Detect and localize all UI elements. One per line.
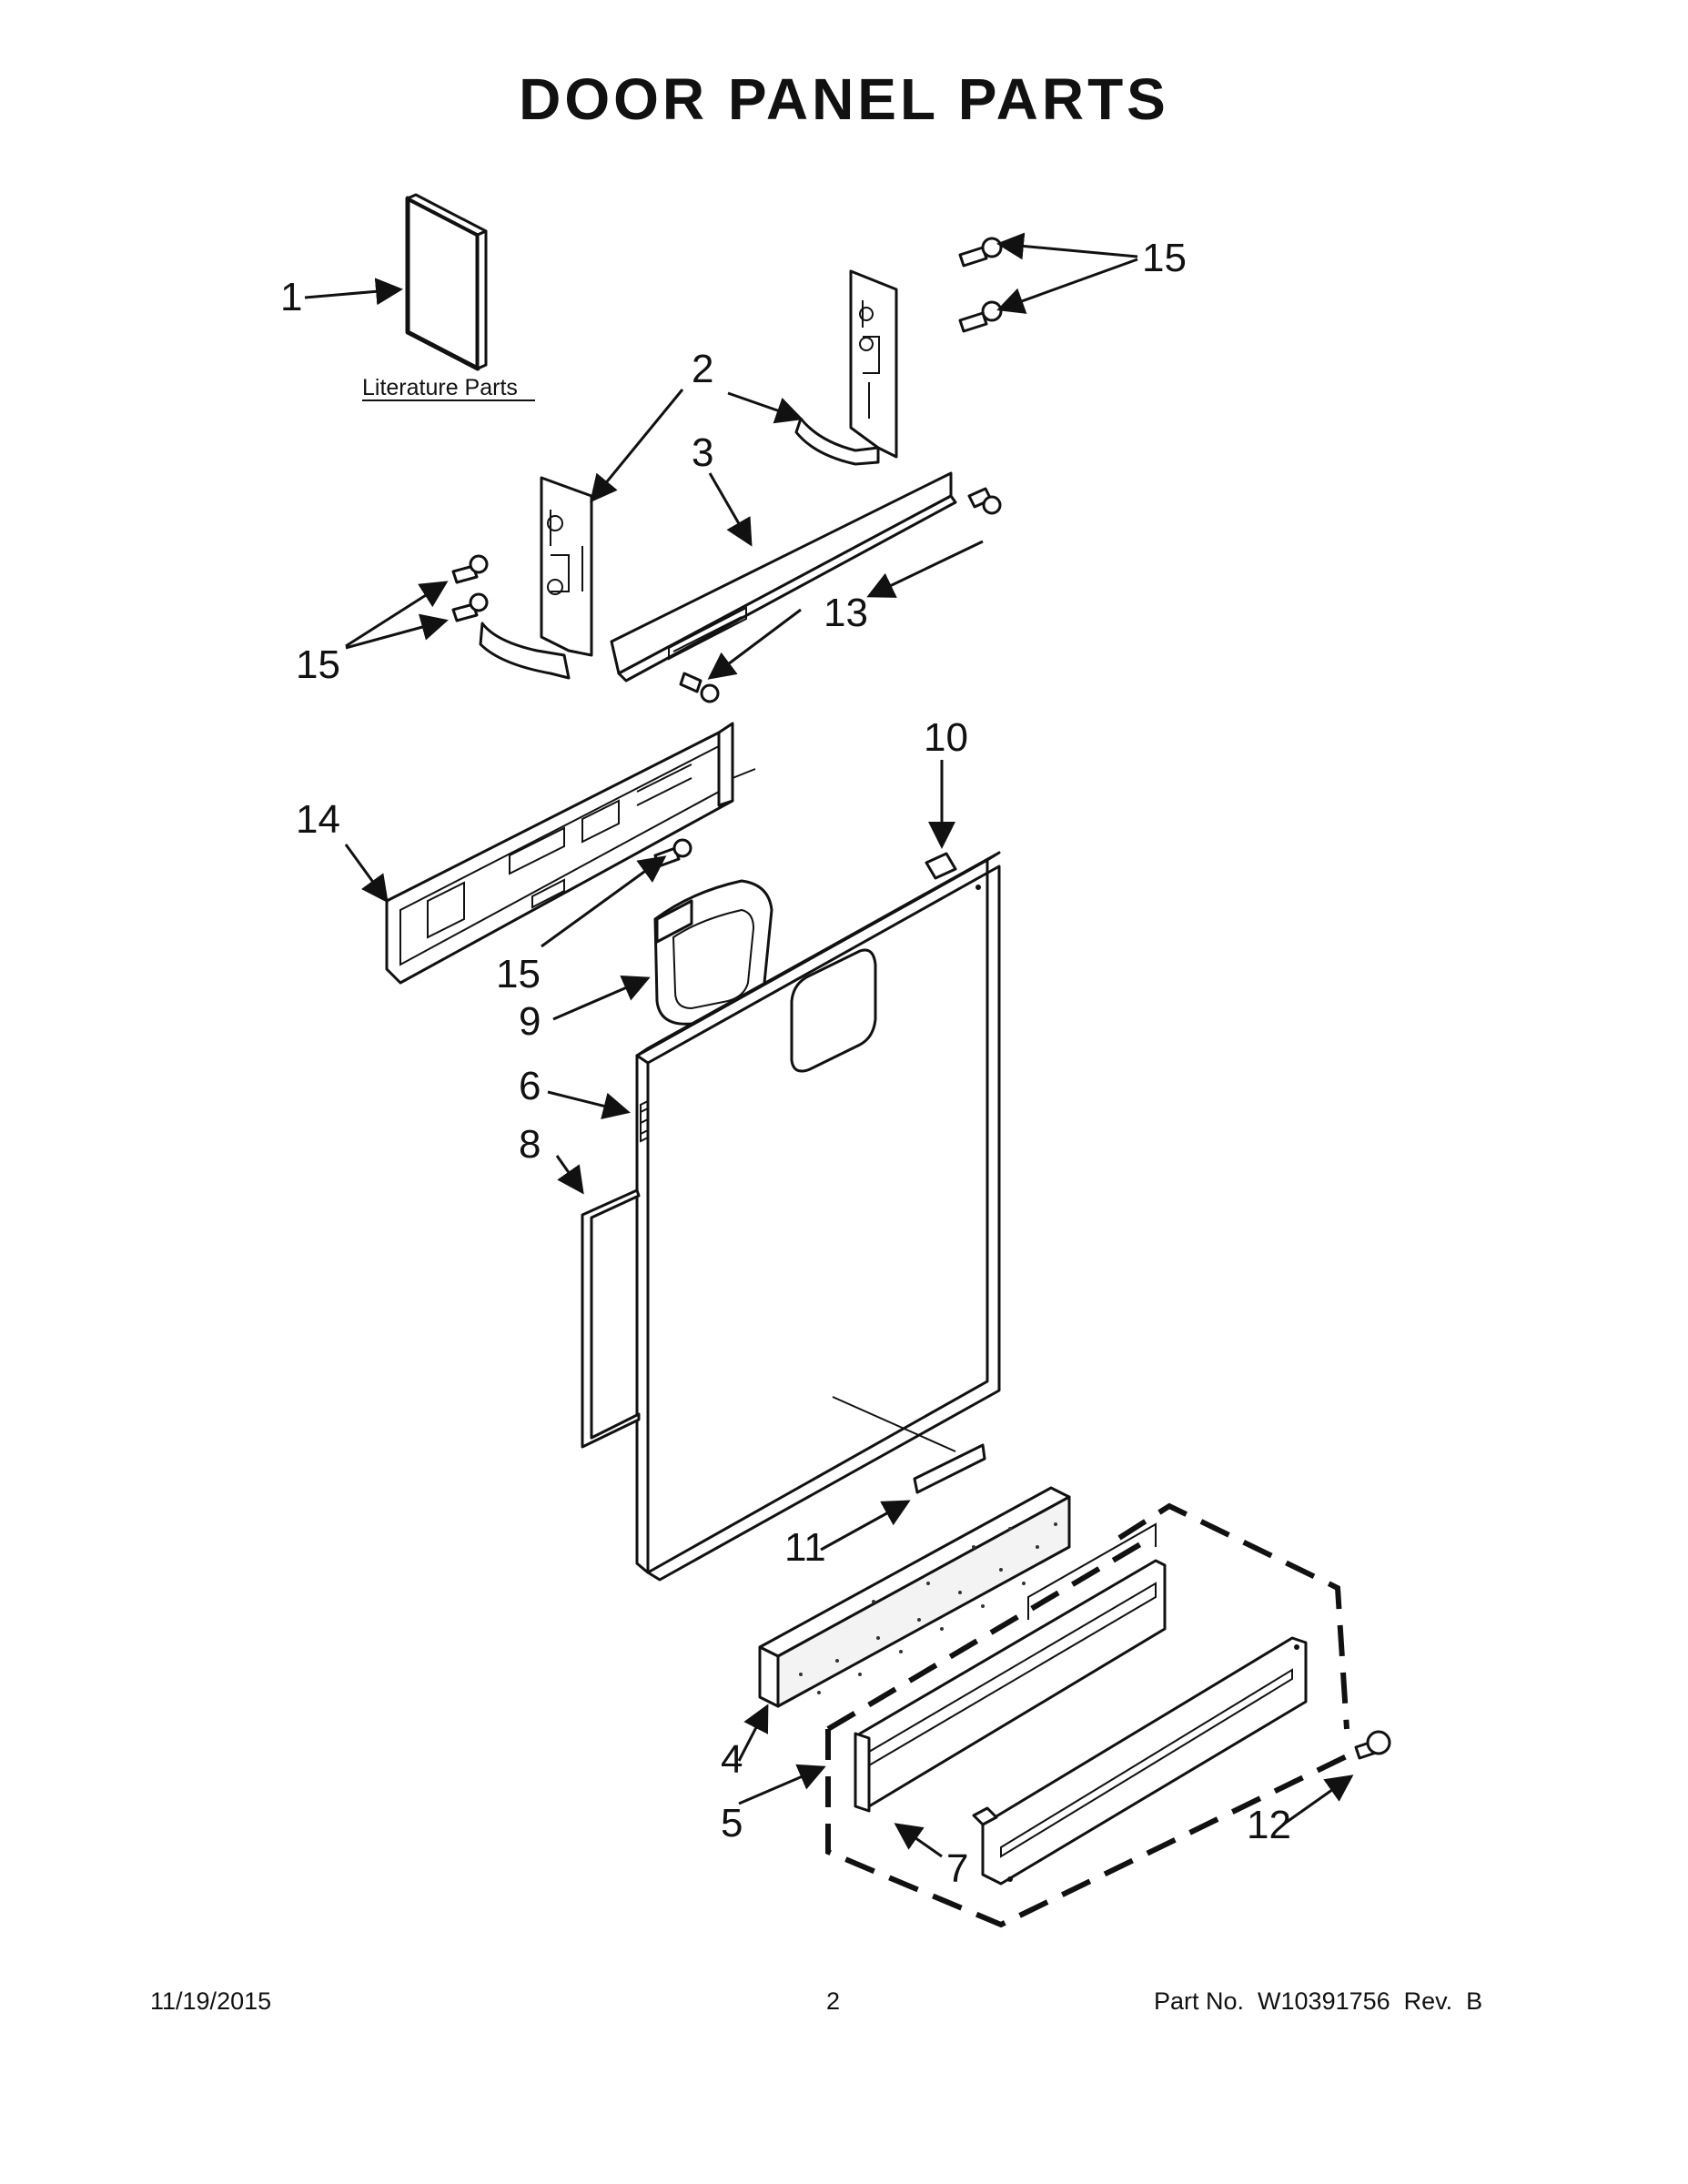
inner-toe-panel <box>854 1522 1167 1813</box>
page-footer: 11/19/2015 2 Part No. W10391756 Rev. B <box>0 1987 1688 2024</box>
callout-6: 6 <box>519 1064 541 1108</box>
callout-11: 11 <box>784 1525 826 1570</box>
callout-2: 2 <box>692 347 713 391</box>
top-channel <box>610 471 957 682</box>
screw-15-mid <box>653 838 692 868</box>
callout-10: 10 <box>924 715 968 760</box>
literature-parts-label: Literature Parts <box>362 375 518 400</box>
page-title: DOOR PANEL PARTS <box>519 66 1169 132</box>
callout-4: 4 <box>721 1737 743 1782</box>
nameplate-badge <box>913 1443 986 1494</box>
callout-14: 14 <box>296 797 340 842</box>
callout-15-top: 15 <box>1142 236 1187 280</box>
callout-arrows <box>304 232 1354 1858</box>
footer-date: 11/19/2015 <box>150 1987 272 2015</box>
bracket-right <box>794 269 898 466</box>
callout-8: 8 <box>519 1122 541 1167</box>
callout-12: 12 <box>1247 1803 1291 1847</box>
screw-15-top-a <box>958 237 1003 268</box>
callout-5: 5 <box>721 1801 743 1845</box>
screw-15-left-a <box>451 554 489 584</box>
door-panel <box>635 851 1001 1582</box>
screw-13-right <box>967 487 1002 515</box>
callout-3: 3 <box>692 430 713 475</box>
screw-15-top-b <box>958 300 1003 333</box>
bracket-left <box>479 476 593 680</box>
screw-15-left-b <box>451 592 489 622</box>
callout-1: 1 <box>280 275 302 319</box>
footer-page-number: 2 <box>826 1987 841 2015</box>
screw-13-left <box>679 672 720 703</box>
handle <box>653 879 773 1026</box>
control-module <box>385 722 756 985</box>
callout-7: 7 <box>946 1846 968 1891</box>
callout-9: 9 <box>519 999 541 1044</box>
clip <box>925 852 957 880</box>
gasket-strip <box>581 1188 641 1449</box>
toe-kick-group-outline <box>825 1502 1358 1928</box>
literature-booklet <box>405 193 488 371</box>
callout-13: 13 <box>824 591 868 635</box>
insulation-block <box>758 1486 1071 1708</box>
callout-15-mid: 15 <box>496 952 541 996</box>
screw-12 <box>1354 1730 1391 1760</box>
outer-toe-panel <box>972 1636 1308 1886</box>
callout-15-left: 15 <box>296 642 340 687</box>
footer-part-number: Part No. W10391756 Rev. B <box>1154 1987 1483 2015</box>
